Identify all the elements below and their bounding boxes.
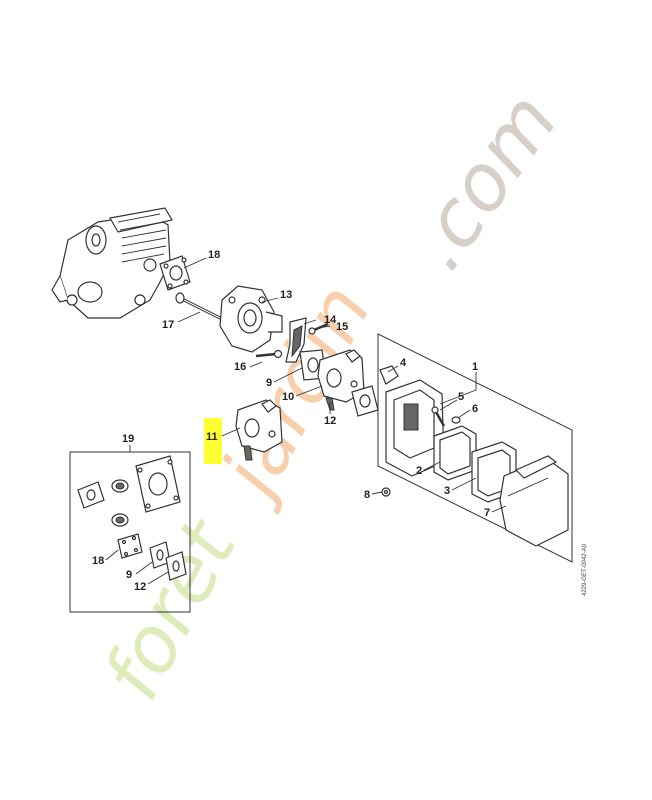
kit-callout-12: 12 (134, 581, 146, 593)
clip-4 (379, 365, 399, 385)
callout-1: 1 (472, 361, 478, 373)
carburetor-10 (317, 349, 365, 411)
callout-11: 11 (206, 431, 218, 443)
callout-19: 19 (122, 433, 134, 445)
bracket-14 (285, 317, 307, 363)
callout-12: 12 (324, 415, 336, 427)
washer-6 (451, 416, 461, 424)
screw-15 (308, 322, 329, 335)
callout-labels: 1 2 3 4 5 6 7 8 9 10 11 12 13 14 15 16 1… (92, 249, 490, 593)
callout-2: 2 (416, 465, 422, 477)
screw-16 (255, 349, 283, 359)
callout-4: 4 (400, 357, 407, 369)
callout-14: 14 (324, 314, 337, 326)
drawing-code: 4229-GET-0042-A0 (582, 543, 588, 596)
kit-callout-18: 18 (92, 555, 104, 567)
stud-bolt-17 (175, 292, 229, 324)
watermark-com: .com (392, 77, 576, 285)
watermark-foret: foret (87, 505, 255, 713)
callout-6: 6 (472, 403, 478, 415)
gasket-12 (351, 385, 379, 417)
leader-lines (105, 257, 507, 585)
highlight-marker-11 (204, 418, 222, 464)
cover-7 (499, 455, 569, 547)
callout-17: 17 (162, 319, 174, 331)
filter-2 (433, 425, 477, 481)
engine-block (51, 207, 173, 319)
assembly-box-1 (377, 333, 573, 563)
air-filter-base (385, 379, 445, 477)
gasket-18 (159, 255, 191, 291)
kit-callout-9: 9 (126, 569, 132, 581)
callout-8: 8 (364, 489, 370, 501)
callout-13: 13 (280, 289, 292, 301)
callout-7: 7 (484, 507, 490, 519)
callout-9: 9 (266, 377, 272, 389)
callout-15: 15 (336, 321, 348, 333)
intake-manifold-13 (219, 285, 283, 353)
screw-8 (381, 487, 391, 497)
screw-5 (431, 406, 446, 427)
callout-3: 3 (444, 485, 450, 497)
callout-10: 10 (282, 391, 294, 403)
callout-5: 5 (458, 391, 464, 403)
callout-18: 18 (208, 249, 220, 261)
callout-16: 16 (234, 361, 246, 373)
